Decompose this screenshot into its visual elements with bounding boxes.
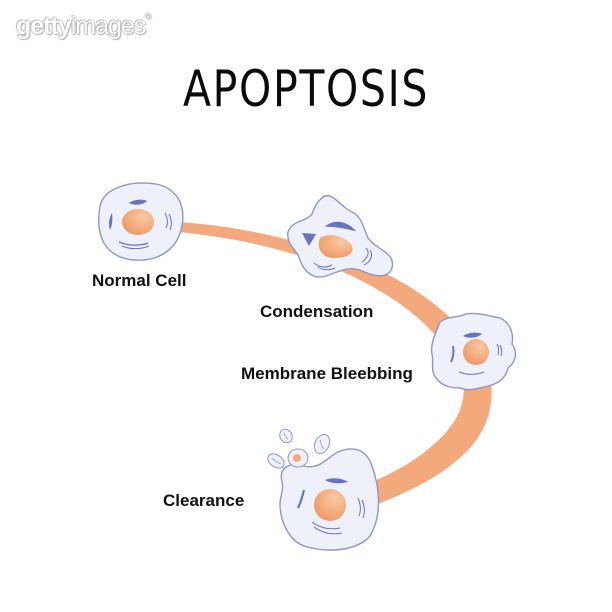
label-condensation: Condensation <box>260 302 374 321</box>
label-normal-cell: Normal Cell <box>92 271 187 290</box>
registered-mark: ® <box>145 12 151 21</box>
clearance-cell-icon <box>267 428 380 551</box>
normal-cell-icon <box>98 182 184 261</box>
apoptotic-bodies-icon <box>267 428 331 469</box>
watermark-brand-thin: images <box>70 12 147 40</box>
label-clearance: Clearance <box>163 491 245 510</box>
getty-images-watermark: gettyimages® <box>16 12 151 41</box>
condensation-cell-icon <box>287 195 394 278</box>
watermark-brand-bold: getty <box>16 12 72 40</box>
progression-path <box>178 222 492 508</box>
page-title: APOPTOSIS <box>183 60 429 118</box>
membrane-bleebbing-cell-icon <box>430 312 517 391</box>
label-membrane-bleebbing: Membrane Bleebbing <box>241 364 413 383</box>
